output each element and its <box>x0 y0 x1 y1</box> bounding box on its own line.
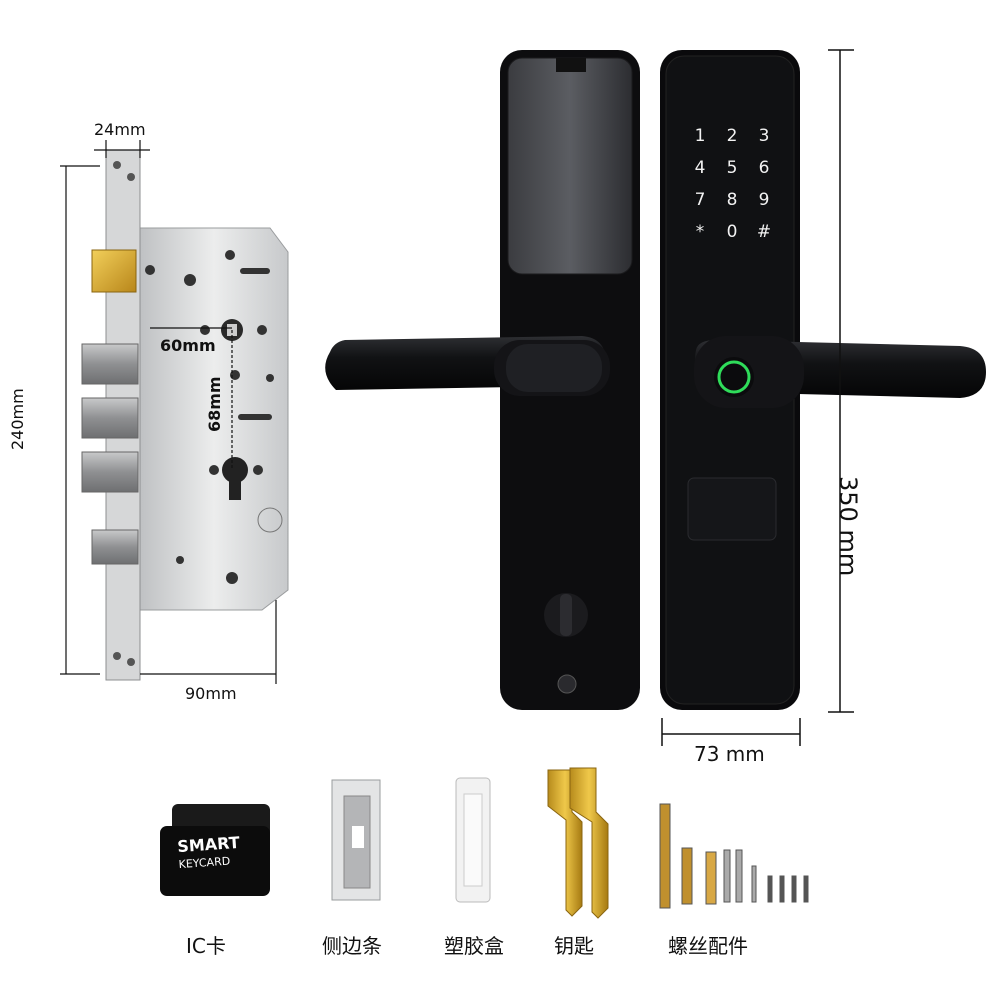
caption-screws: 螺丝配件 <box>668 934 748 958</box>
keypad-key[interactable]: 4 <box>694 158 706 178</box>
plastic-box-icon <box>455 777 491 903</box>
mortise-height-label: 240mm <box>8 388 27 450</box>
keypad-key[interactable]: 5 <box>726 158 738 178</box>
card-label: SMART KEYCARD <box>177 833 242 874</box>
mortise-width-label: 24mm <box>94 120 146 139</box>
keypad-key[interactable]: 9 <box>758 190 770 210</box>
caption-ic-card: IC卡 <box>186 934 226 958</box>
keypad-key[interactable]: 7 <box>694 190 706 210</box>
caption-strike-plate: 侧边条 <box>322 934 382 958</box>
strike-plate-icon <box>331 779 381 901</box>
key-icon <box>547 767 609 919</box>
keypad-key[interactable]: 6 <box>758 158 770 178</box>
lock-height-label: 350 mm <box>834 476 862 577</box>
lock-width-label: 73 mm <box>694 742 765 766</box>
caption-keys: 钥匙 <box>554 934 594 958</box>
mortise-lock <box>81 149 289 681</box>
keypad-key[interactable]: 8 <box>726 190 738 210</box>
keypad-key[interactable]: # <box>756 222 772 242</box>
keypad-key[interactable]: 1 <box>694 126 706 146</box>
screws-icon <box>659 803 809 909</box>
keypad-key[interactable]: 3 <box>758 126 770 146</box>
keypad: 1 2 3 4 5 6 7 8 9 * 0 # <box>684 126 780 242</box>
keypad-key[interactable]: 0 <box>726 222 738 242</box>
spindle-distance-label: 68mm <box>205 376 224 432</box>
caption-plastic-box: 塑胶盒 <box>444 934 504 958</box>
mortise-dimension-lines <box>60 140 277 684</box>
keypad-key[interactable]: * <box>695 222 705 242</box>
backset-label: 60mm <box>160 336 216 355</box>
interior-keypad-panel <box>660 50 986 710</box>
ic-card-icon <box>160 804 270 896</box>
lock-dimension-lines <box>661 49 854 746</box>
case-width-label: 90mm <box>185 684 237 703</box>
exterior-panel <box>325 50 640 710</box>
keypad-key[interactable]: 2 <box>726 126 738 146</box>
